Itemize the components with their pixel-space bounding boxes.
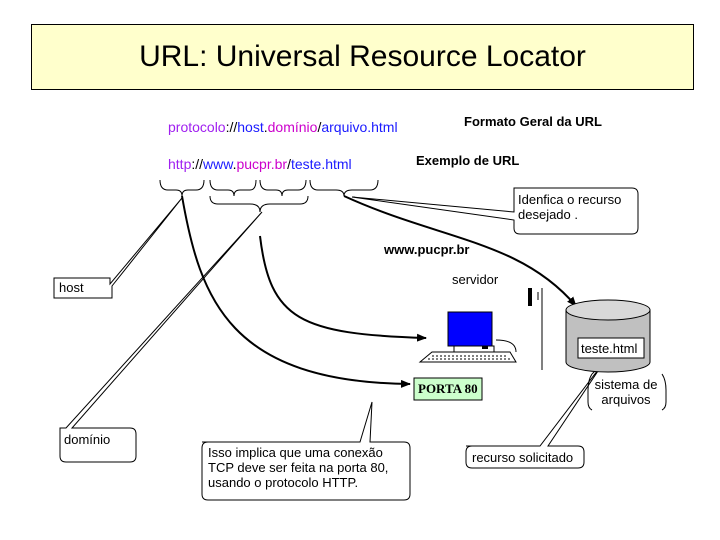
- url-part-file: arquivo.html: [321, 119, 398, 135]
- callout-host-text: host: [59, 280, 84, 295]
- server-computer: [418, 288, 543, 370]
- porta-box: [413, 377, 483, 401]
- servidor-label: servidor: [452, 272, 499, 287]
- callout-dominio-text: domínio: [64, 432, 111, 447]
- callout-identifica: [351, 187, 639, 235]
- example-part-dot: .: [232, 156, 237, 172]
- example-part-host: www: [203, 156, 233, 172]
- arrows: [181, 195, 577, 388]
- callout-isso-text: Isso implica que uma conexão TCP deve se…: [208, 445, 389, 490]
- callout-host: [53, 197, 183, 299]
- porta-label: PORTA 80: [418, 381, 478, 396]
- callout-sistema-text: sistema de arquivos: [594, 377, 658, 407]
- arquivo-label: teste.html: [581, 341, 638, 356]
- callout-recurso: [465, 361, 605, 469]
- example-part-domain: pucpr.br: [236, 156, 288, 172]
- page-title: URL: Universal Resource Locator: [139, 40, 586, 73]
- example-label: Exemplo de URL: [416, 153, 520, 168]
- file-system-cylinder: [565, 299, 651, 373]
- callout-isso: [201, 401, 411, 501]
- url-part-separator: ://: [225, 119, 238, 135]
- url-part-host: host: [237, 119, 264, 135]
- url-part-protocol: protocolo: [168, 119, 226, 135]
- title-box: URL: Universal Resource Locator: [31, 24, 694, 90]
- example-part-slash: /: [287, 156, 291, 172]
- url-part-dot: .: [263, 119, 268, 135]
- server-host-label: www.pucpr.br: [384, 242, 470, 257]
- example-part-separator: ://: [191, 156, 204, 172]
- general-format-label: Formato Geral da URL: [464, 114, 602, 129]
- url-part-domain: domínio: [267, 119, 318, 135]
- general-format-url: protocolo://host.domínio/arquivo.html: [168, 119, 398, 135]
- callout-identifica-text: Idenfica o recurso desejado .: [518, 192, 622, 222]
- url-part-slash: /: [317, 119, 322, 135]
- example-part-file: teste.html: [290, 156, 352, 172]
- callout-recurso-text: recurso solicitado: [472, 450, 574, 465]
- example-url: http://www.pucpr.br/teste.html: [168, 156, 352, 172]
- example-part-protocol: http: [168, 156, 192, 172]
- callout-dominio: [59, 211, 263, 463]
